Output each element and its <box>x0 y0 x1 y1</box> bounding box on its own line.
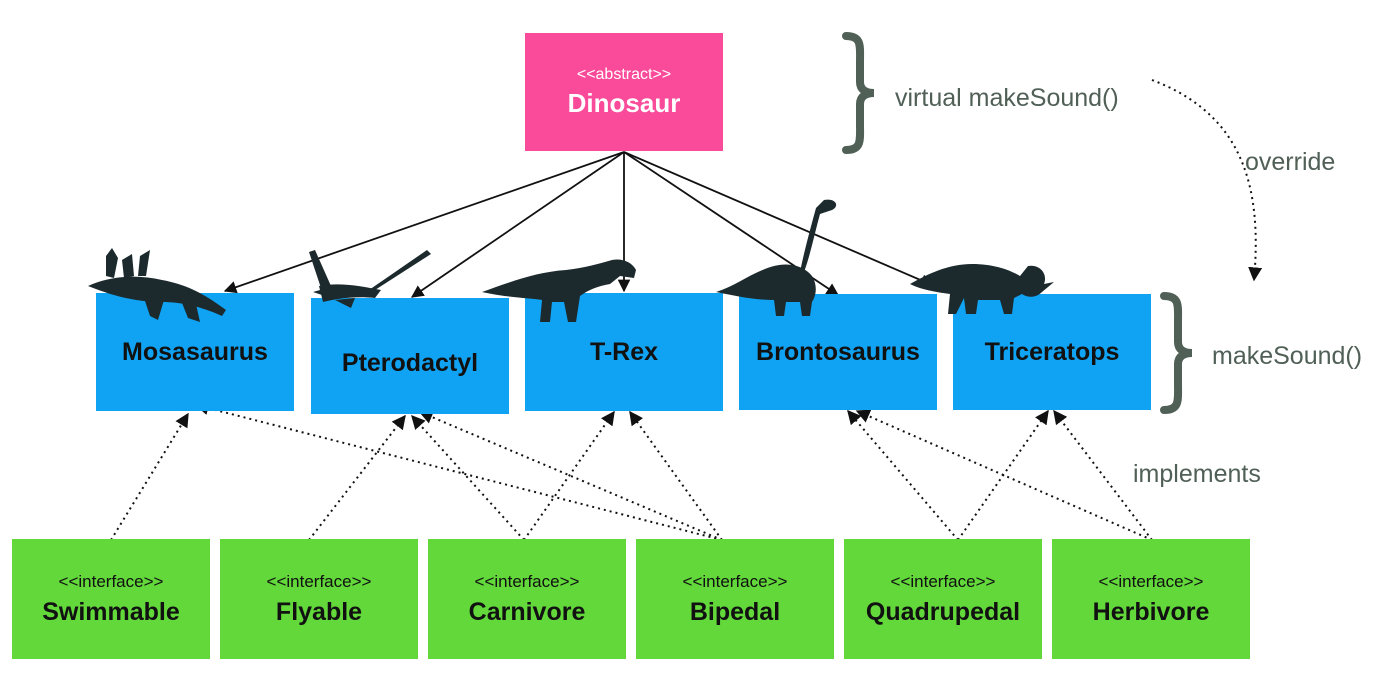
brontosaurus-icon <box>716 199 837 316</box>
class-t-rex[interactable]: T-Rex <box>525 293 723 411</box>
implements-label: implements <box>1133 460 1261 488</box>
implements-arrow <box>629 410 723 541</box>
override-arrow <box>1151 79 1263 282</box>
abstract-class-dinosaur[interactable]: <<abstract>> Dinosaur <box>525 33 723 151</box>
class-triceratops[interactable]: Triceratops <box>953 294 1151 410</box>
implements-arrow <box>418 410 723 541</box>
interface-stereotype: <<interface>> <box>682 571 788 591</box>
inherit-arrow-pterodactyl <box>410 151 625 298</box>
interface-stereotype: <<interface>> <box>1098 571 1204 591</box>
inherit-arrow-mosasaurus <box>223 151 625 294</box>
t-rex-icon <box>482 259 636 322</box>
interface-name: Flyable <box>275 597 363 626</box>
interface-stereotype: <<interface>> <box>890 571 996 591</box>
interface-name: Quadrupedal <box>865 597 1021 626</box>
class-pterodactyl[interactable]: Pterodactyl <box>311 298 509 414</box>
interface-bipedal[interactable]: <<interface>> Bipedal <box>636 539 834 659</box>
implements-arrow <box>957 409 1049 541</box>
implements-arrow <box>855 409 1153 541</box>
interface-herbivore[interactable]: <<interface>> Herbivore <box>1052 539 1250 659</box>
implements-arrow <box>110 412 189 541</box>
implements-arrow <box>523 410 615 541</box>
implements-arrow <box>847 409 959 541</box>
implements-arrow <box>308 414 406 541</box>
interface-stereotype: <<interface>> <box>266 571 372 591</box>
class-name: Triceratops <box>984 337 1120 366</box>
class-name: Brontosaurus <box>756 337 920 366</box>
interface-stereotype: <<interface>> <box>474 571 580 591</box>
interface-name: Herbivore <box>1092 597 1210 626</box>
interface-carnivore[interactable]: <<interface>> Carnivore <box>428 539 626 659</box>
interface-name: Swimmable <box>42 597 180 626</box>
interface-quadrupedal[interactable]: <<interface>> Quadrupedal <box>844 539 1042 659</box>
brace-icon <box>1160 292 1193 414</box>
triceratops-icon <box>910 264 1054 314</box>
abstract-class-name: Dinosaur <box>567 87 681 118</box>
override-label: override <box>1245 148 1336 176</box>
pterodactyl-icon <box>309 250 431 308</box>
method-label: makeSound() <box>1212 342 1363 370</box>
class-name: Mosasaurus <box>122 337 268 366</box>
abstract-stereotype: <<abstract>> <box>576 65 672 83</box>
interface-swimmable[interactable]: <<interface>> Swimmable <box>12 539 210 659</box>
class-name: T-Rex <box>589 337 659 366</box>
brace-icon <box>842 32 875 154</box>
class-name: Pterodactyl <box>341 348 479 377</box>
implements-arrow <box>194 401 723 541</box>
virtual-method-label: virtual makeSound() <box>895 84 1119 112</box>
interface-stereotype: <<interface>> <box>58 571 164 591</box>
interface-flyable[interactable]: <<interface>> Flyable <box>220 539 418 659</box>
interface-name: Carnivore <box>468 597 586 626</box>
mosasaurus-icon <box>88 248 226 322</box>
interface-name: Bipedal <box>689 597 781 626</box>
class-brontosaurus[interactable]: Brontosaurus <box>739 294 937 410</box>
implements-arrow <box>411 414 525 541</box>
inherit-arrow-triceratops <box>623 151 934 287</box>
